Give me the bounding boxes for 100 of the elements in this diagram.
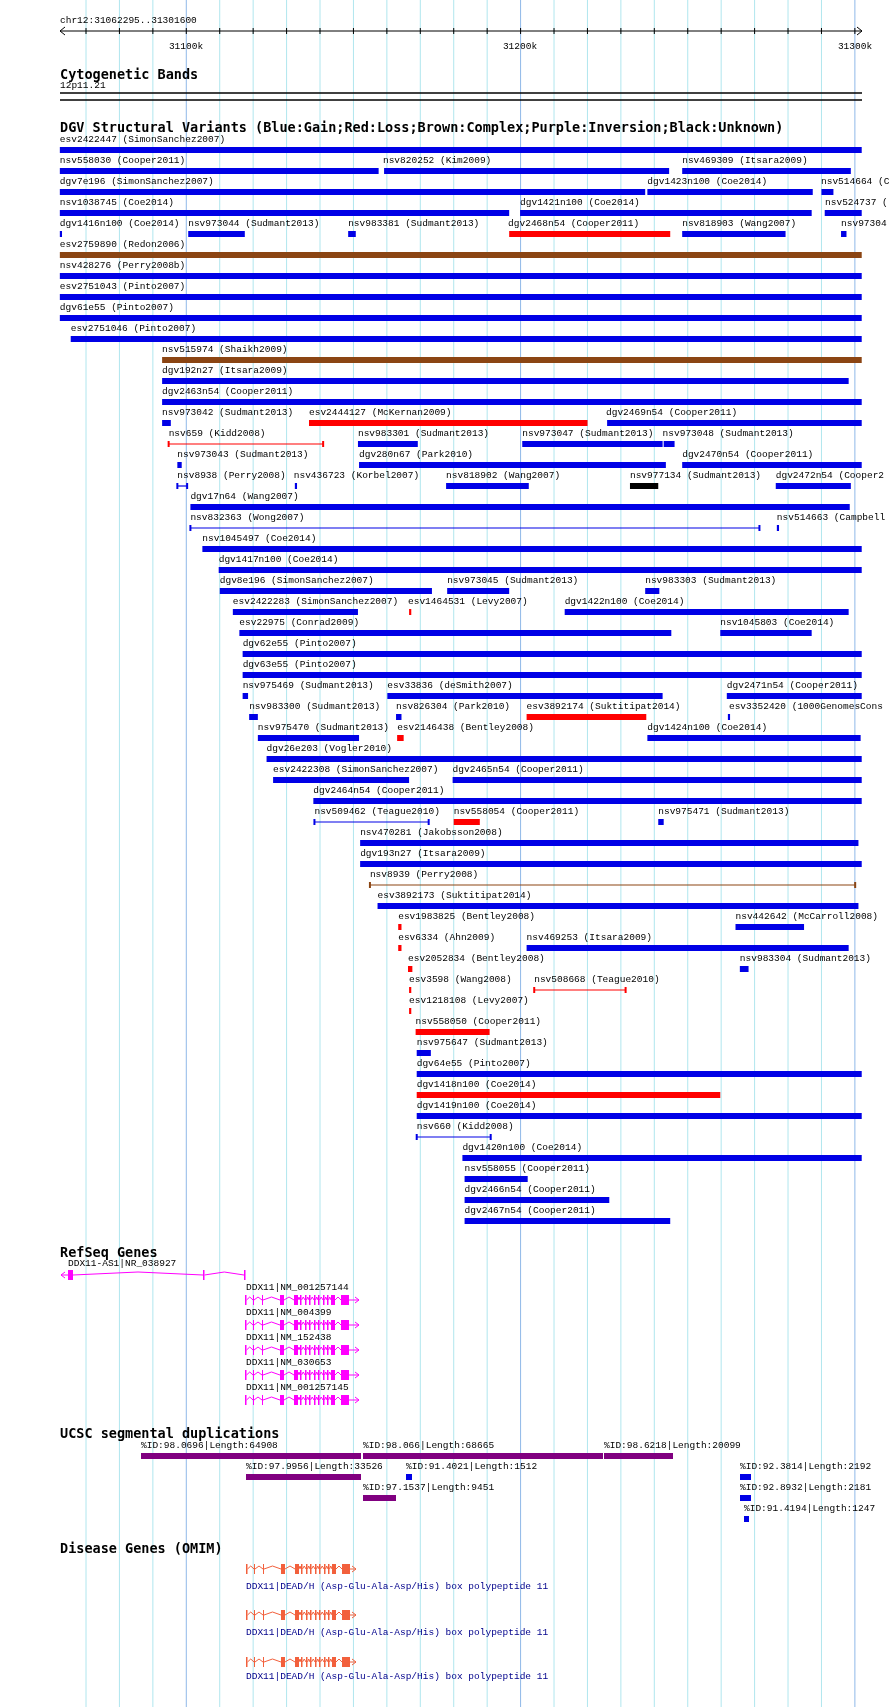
variant-label: nsv524737 (: [825, 197, 888, 209]
variant-label: esv6334 (Ahn2009): [398, 932, 496, 944]
variant-label: nsv983301 (Sudmant2013): [357, 428, 490, 440]
axis-tick-label: 31300k: [837, 41, 873, 53]
variant-label: esv2751043 (Pinto2007): [59, 281, 186, 293]
variant-label: nsv8938 (Perry2008): [177, 470, 286, 482]
variant-label: dgv61e55 (Pinto2007): [59, 302, 174, 314]
variant-label: dgv1423n100 (Coe2014): [647, 176, 768, 188]
variant-label: nsv8939 (Perry2008): [369, 869, 479, 881]
variant-label: esv3892173 (Suktitipat2014): [377, 890, 532, 902]
variant-label: nsv975469 (Sudmant2013): [242, 680, 374, 692]
variant-label: nsv973047 (Sudmant2013): [522, 428, 654, 440]
variant-label: dgv17n64 (Wang2007): [190, 491, 299, 503]
variant-label: dgv2470n54 (Cooper2011): [682, 449, 814, 461]
variant-label: esv33836 (deSmith2007): [387, 680, 513, 692]
gene-label: DDX11|NM_152438: [246, 1332, 332, 1344]
gene-label: DDX11-AS1|NR_038927: [68, 1258, 177, 1270]
variant-label: nsv1038745 (Coe2014): [59, 197, 174, 209]
variant-label: nsv973043 (Sudmant2013): [177, 449, 309, 461]
variant-label: dgv2465n54 (Cooper2011): [452, 764, 584, 776]
track-title: UCSC segmental duplications: [60, 1425, 280, 1441]
disease-gene-label: DDX11|DEAD/H (Asp-Glu-Ala-Asp/His) box polypeptide 11: [246, 1627, 549, 1639]
variant-label: nsv558054 (Cooper2011): [453, 806, 580, 818]
variant-label: nsv660 (Kidd2008): [416, 1121, 514, 1133]
variant-label: dgv8e196 (SimonSanchez2007): [219, 575, 374, 587]
variant-label: dgv1416n100 (Coe2014): [59, 218, 180, 230]
variant-label: esv2422283 (SimonSanchez2007): [232, 596, 399, 608]
duplication-label: %ID:98.0696|Length:64908: [141, 1440, 278, 1452]
variant-label: esv1218108 (Levy2007): [409, 995, 529, 1007]
position-label: chr12:31062295..31301600: [60, 15, 197, 27]
variant-label: dgv1420n100 (Coe2014): [462, 1142, 583, 1154]
disease-gene-label: DDX11|DEAD/H (Asp-Glu-Ala-Asp/His) box polypeptide 11: [246, 1671, 549, 1683]
track-title: Disease Genes (OMIM): [60, 1540, 223, 1556]
variant-label: esv3598 (Wang2008): [409, 974, 512, 986]
variant-label: nsv818902 (Wang2007): [446, 470, 561, 482]
variant-label: nsv832363 (Wong2007): [190, 512, 305, 524]
variant-label: nsv975470 (Sudmant2013): [257, 722, 389, 734]
variant-label: nsv977134 (Sudmant2013): [629, 470, 762, 482]
track-title: RefSeq Genes: [60, 1244, 158, 1260]
variant-label: nsv983304 (Sudmant2013): [739, 953, 871, 965]
duplication-label: %ID:91.4194|Length:1247: [744, 1503, 876, 1515]
variant-label: dgv62e55 (Pinto2007): [242, 638, 357, 650]
variant-label: dgv193n27 (Itsara2009): [360, 848, 486, 860]
variant-label: nsv1045803 (Coe2014): [720, 617, 835, 629]
variant-label: dgv1424n100 (Coe2014): [647, 722, 768, 734]
variant-label: nsv973048 (Sudmant2013): [662, 428, 794, 440]
gene-label: DDX11|NM_001257144: [246, 1282, 349, 1294]
variant-label: dgv1422n100 (Coe2014): [564, 596, 685, 608]
disease-gene-label: DDX11|DEAD/H (Asp-Glu-Ala-Asp/His) box polypeptide 11: [246, 1581, 549, 1593]
variant-label: dgv63e55 (Pinto2007): [242, 659, 357, 671]
variant-label: esv1983825 (Bentley2008): [398, 911, 536, 923]
duplication-label: %ID:97.1537|Length:9451: [363, 1482, 495, 1494]
variant-label: nsv659 (Kidd2008): [168, 428, 266, 440]
gene-label: DDX11|NM_001257145: [246, 1382, 349, 1394]
variant-label: esv2422308 (SimonSanchez2007): [273, 764, 439, 776]
duplication-label: %ID:98.6218|Length:20099: [604, 1440, 741, 1452]
variant-label: nsv558055 (Cooper2011): [464, 1163, 590, 1175]
variant-label: nsv983381 (Sudmant2013): [348, 218, 480, 230]
variant-label: dgv64e55 (Pinto2007): [416, 1058, 531, 1070]
variant-label: esv2759890 (Redon2006): [59, 239, 186, 251]
variant-label: dgv2468n54 (Cooper2011): [508, 218, 640, 230]
variant-label: esv2052834 (Bentley2008): [408, 953, 545, 965]
variant-label: nsv558050 (Cooper2011): [415, 1016, 542, 1028]
variant-label: nsv975471 (Sudmant2013): [658, 806, 790, 818]
variant-label: nsv973042 (Sudmant2013): [162, 407, 294, 419]
variant-label: dgv192n27 (Itsara2009): [162, 365, 288, 377]
gene-label: DDX11|NM_004399: [246, 1307, 332, 1319]
variant-label: nsv514663 (Campbell: [776, 512, 886, 524]
variant-label: nsv442642 (McCarroll2008): [735, 911, 879, 923]
variant-label: esv22975 (Conrad2009): [239, 617, 360, 629]
variant-label: nsv469309 (Itsara2009): [682, 155, 808, 167]
variant-label: dgv2466n54 (Cooper2011): [464, 1184, 596, 1196]
variant-label: nsv983300 (Sudmant2013): [249, 701, 381, 713]
variant-label: nsv558030 (Cooper2011): [59, 155, 186, 167]
variant-label: esv2422447 (SimonSanchez2007): [59, 134, 226, 146]
variant-label: nsv820252 (Kim2009): [382, 155, 492, 167]
track-title: Cytogenetic Bands: [60, 66, 199, 82]
variant-label: nsv428276 (Perry2008b): [59, 260, 186, 272]
duplication-label: %ID:98.066|Length:68665: [363, 1440, 495, 1452]
variant-label: nsv515974 (Shaikh2009): [162, 344, 288, 356]
variant-label: dgv2467n54 (Cooper2011): [464, 1205, 596, 1217]
track-title: DGV Structural Variants (Blue:Gain;Red:Loss;Brown:Complex;Purple:Inversion;Black:Unknown): [60, 119, 784, 135]
variant-label: dgv280n67 (Park2010): [359, 449, 474, 461]
duplication-label: %ID:92.3814|Length:2192: [740, 1461, 872, 1473]
variant-label: nsv973045 (Sudmant2013): [447, 575, 579, 587]
duplication-label: %ID:91.4021|Length:1512: [406, 1461, 538, 1473]
axis-tick-label: 31200k: [502, 41, 538, 53]
axis-tick-label: 31100k: [168, 41, 204, 53]
variant-label: nsv509462 (Teague2010): [314, 806, 440, 818]
variant-label: esv2146438 (Bentley2008): [397, 722, 534, 734]
variant-label: esv3892174 (Suktitipat2014): [526, 701, 681, 713]
variant-label: esv2751046 (Pinto2007): [70, 323, 197, 335]
variant-label: esv2444127 (McKernan2009): [309, 407, 452, 419]
variant-label: dgv2471n54 (Cooper2011): [726, 680, 858, 692]
variant-label: nsv973044 (Sudmant2013): [188, 218, 320, 230]
variant-label: dgv2469n54 (Cooper2011): [606, 407, 738, 419]
variant-label: dgv1417n100 (Coe2014): [218, 554, 339, 566]
variant-label: nsv826304 (Park2010): [396, 701, 511, 713]
variant-label: dgv2464n54 (Cooper2011): [313, 785, 445, 797]
gene-label: DDX11|NM_030653: [246, 1357, 332, 1369]
